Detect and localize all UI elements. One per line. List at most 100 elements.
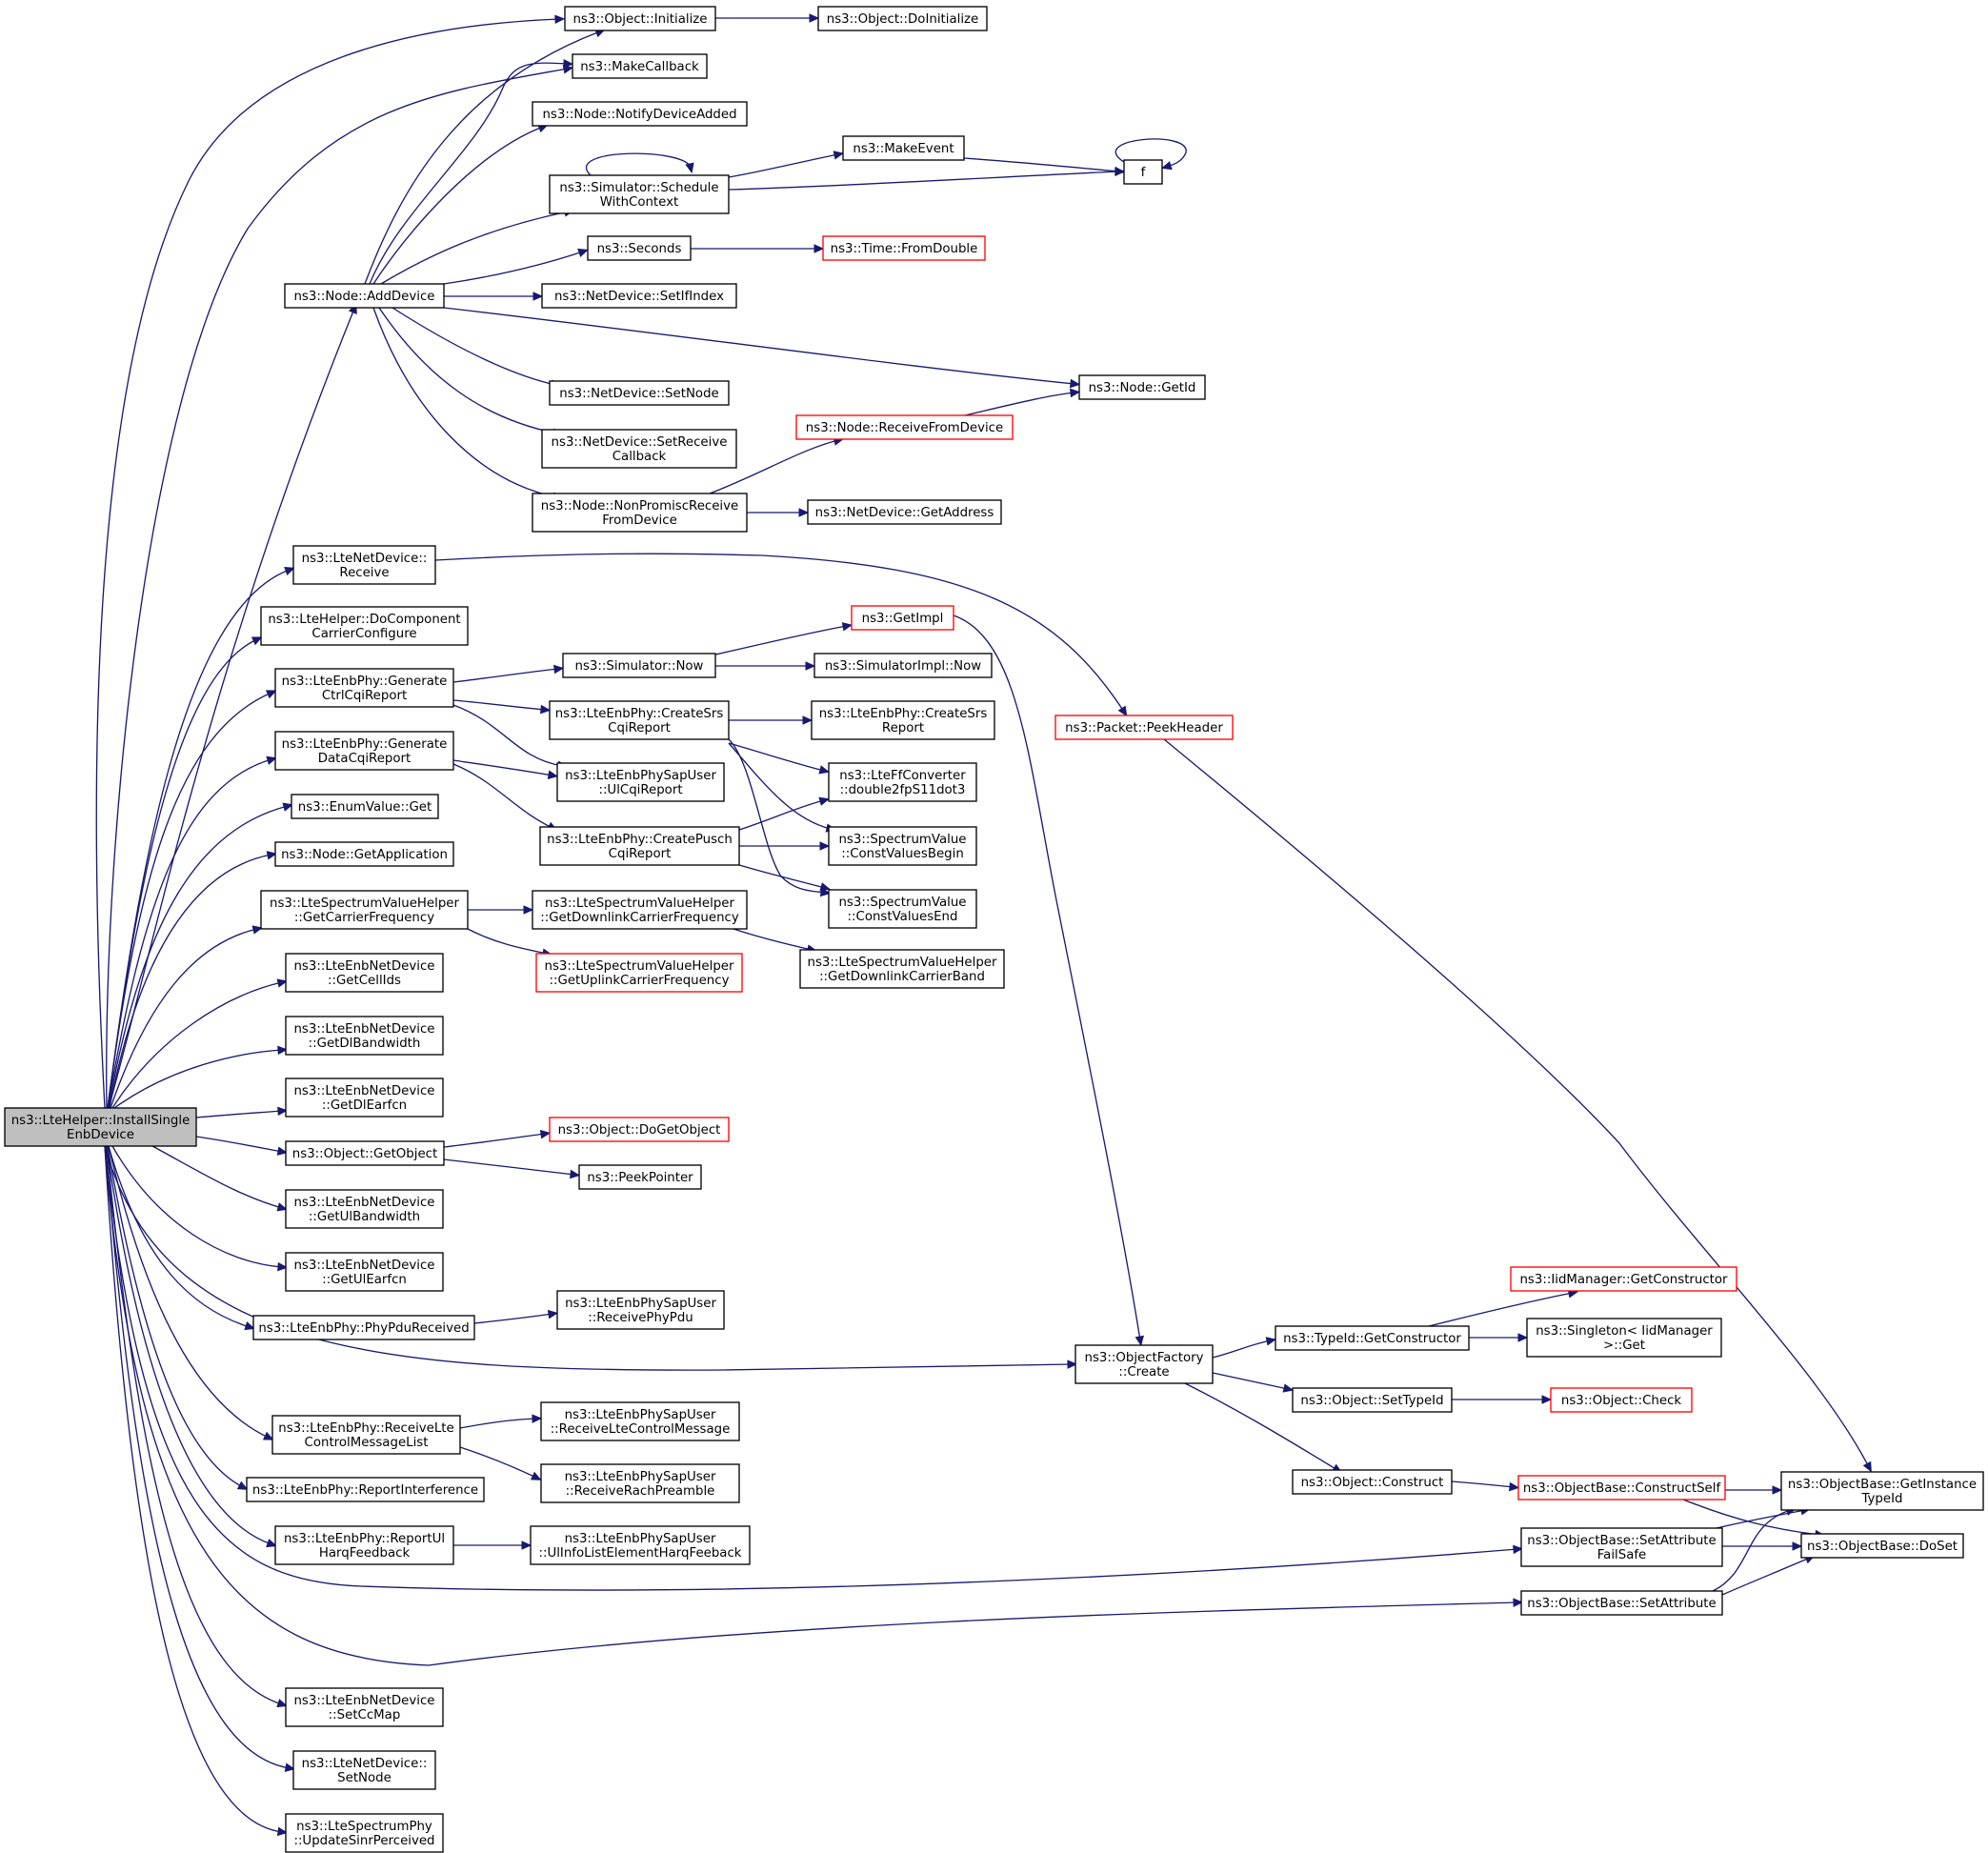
node-enumGet[interactable]: ns3::EnumValue::Get xyxy=(291,794,439,819)
node-iidGetCons[interactable]: ns3::IidManager::GetConstructor xyxy=(1510,1266,1737,1292)
node-ulCqi[interactable]: ns3::LteEnbPhySapUser::UlCqiReport xyxy=(556,762,725,802)
edge-line xyxy=(372,307,558,498)
node-cvEnd[interactable]: ns3::SpectrumValue::ConstValuesEnd xyxy=(828,889,977,929)
edge-line xyxy=(107,638,258,1109)
node-ndSetNode[interactable]: ns3::NetDevice::SetNode xyxy=(549,380,730,406)
node-box xyxy=(260,890,469,930)
node-getDlBw[interactable]: ns3::LteEnbNetDevice::GetDlBandwidth xyxy=(285,1016,444,1056)
node-simNow[interactable]: ns3::Simulator::Now xyxy=(562,653,716,678)
node-setCcMap[interactable]: ns3::LteEnbNetDevice::SetCcMap xyxy=(285,1687,444,1727)
node-getUlEarfcn[interactable]: ns3::LteEnbNetDevice::GetUlEarfcn xyxy=(285,1252,444,1292)
node-doCCConf[interactable]: ns3::LteHelper::DoComponentCarrierConfig… xyxy=(260,606,469,646)
node-lteRecv[interactable]: ns3::LteNetDevice::Receive xyxy=(292,545,436,585)
node-label: ::GetUlEarfcn xyxy=(322,1273,407,1287)
edge-setTypeId-to-objCheck xyxy=(1452,1395,1553,1404)
node-ulInfo[interactable]: ns3::LteEnbPhySapUser::UlInfoListElement… xyxy=(530,1525,751,1565)
node-recvLteList[interactable]: ns3::LteEnbPhy::ReceiveLteControlMessage… xyxy=(271,1415,461,1455)
edge-arrowhead xyxy=(547,770,559,779)
node-getDlBand[interactable]: ns3::LteSpectrumValueHelper::GetDownlink… xyxy=(799,949,1005,989)
edge-line xyxy=(106,68,569,1109)
node-recvPhyPdu[interactable]: ns3::LteEnbPhySapUser::ReceivePhyPdu xyxy=(556,1290,725,1330)
node-cvBegin[interactable]: ns3::SpectrumValue::ConstValuesBegin xyxy=(828,826,977,866)
node-lteSetNode[interactable]: ns3::LteNetDevice::SetNode xyxy=(292,1750,436,1790)
node-getImpl[interactable]: ns3::GetImpl xyxy=(851,605,954,631)
node-box xyxy=(292,545,436,585)
node-box xyxy=(285,1016,444,1056)
edge-arrowhead xyxy=(1509,1481,1520,1492)
node-doSet[interactable]: ns3::ObjectBase::DoSet xyxy=(1800,1533,1964,1559)
node-updateSinr[interactable]: ns3::LteSpectrumPhy::UpdateSinrPerceived xyxy=(285,1813,444,1853)
node-constructSelf[interactable]: ns3::ObjectBase::ConstructSelf xyxy=(1517,1475,1726,1501)
node-simImplNow[interactable]: ns3::SimulatorImpl::Now xyxy=(813,653,993,678)
node-getObj[interactable]: ns3::Object::GetObject xyxy=(285,1140,445,1166)
edge-arrowhead xyxy=(251,636,263,646)
node-addDevice[interactable]: ns3::Node::AddDevice xyxy=(284,283,445,309)
edge-arrowhead xyxy=(547,1309,559,1319)
node-peekHeader[interactable]: ns3::Packet::PeekHeader xyxy=(1054,715,1234,740)
node-getCellIds[interactable]: ns3::LteEnbNetDevice::GetCellIds xyxy=(285,953,444,993)
node-setAttr[interactable]: ns3::ObjectBase::SetAttribute xyxy=(1520,1590,1723,1616)
edge-arrowhead xyxy=(521,1541,532,1550)
node-getUlFreq[interactable]: ns3::LteSpectrumValueHelper::GetUplinkCa… xyxy=(535,953,743,993)
node-getAddress[interactable]: ns3::NetDevice::GetAddress xyxy=(807,499,1002,525)
node-makeCb[interactable]: ns3::MakeCallback xyxy=(572,53,708,79)
edge-root-to-getDlBw xyxy=(113,1045,289,1109)
node-fromDouble[interactable]: ns3::Time::FromDouble xyxy=(822,235,986,261)
edge-root-to-getDlEarfcn xyxy=(195,1106,289,1118)
node-objConstruct[interactable]: ns3::Object::Construct xyxy=(1292,1469,1453,1495)
edge-line xyxy=(95,18,560,1109)
node-peekPtr[interactable]: ns3::PeekPointer xyxy=(578,1164,702,1190)
node-getDlEarfcn[interactable]: ns3::LteEnbNetDevice::GetDlEarfcn xyxy=(285,1078,444,1118)
node-box xyxy=(540,1401,740,1441)
edge-addDevice-to-setRecvCb xyxy=(378,307,564,437)
node-label: ns3::Node::NonPromiscReceive xyxy=(541,499,738,514)
node-phyPdu[interactable]: ns3::LteEnbPhy::PhyPduReceived xyxy=(252,1315,475,1340)
node-getUlBw[interactable]: ns3::LteEnbNetDevice::GetUlBandwidth xyxy=(285,1189,444,1229)
node-label: ns3::LteEnbPhySapUser xyxy=(565,769,716,783)
edge-typeGetCons-to-singletonGet xyxy=(1469,1333,1529,1342)
node-objCheck[interactable]: ns3::Object::Check xyxy=(1550,1387,1693,1413)
node-singletonGet[interactable]: ns3::Singleton< IidManager >::Get xyxy=(1526,1318,1722,1358)
node-setTypeId[interactable]: ns3::Object::SetTypeId xyxy=(1292,1387,1453,1413)
edge-arrowhead xyxy=(262,1431,274,1440)
node-objInit[interactable]: ns3::Object::Initialize xyxy=(564,6,716,31)
node-doGetObj[interactable]: ns3::Object::DoGetObject xyxy=(549,1117,730,1142)
node-getDlFreq[interactable]: ns3::LteSpectrumValueHelper::GetDownlink… xyxy=(532,890,748,930)
edge-line xyxy=(709,439,839,494)
node-ffConv[interactable]: ns3::LteFfConverter::double2fpS11dot3 xyxy=(828,762,977,802)
edge-line xyxy=(728,742,832,830)
node-getApp[interactable]: ns3::Node::GetApplication xyxy=(274,841,454,867)
node-f[interactable]: f xyxy=(1123,159,1163,185)
node-objFactory[interactable]: ns3::ObjectFactory::Create xyxy=(1074,1344,1214,1384)
node-box xyxy=(1517,1475,1726,1501)
edge-phyPdu-to-recvPhyPdu xyxy=(473,1309,559,1324)
node-setIfIndex[interactable]: ns3::NetDevice::SetIfIndex xyxy=(541,283,737,309)
node-getId[interactable]: ns3::Node::GetId xyxy=(1078,374,1206,400)
node-label: ns3::LteEnbPhy::PhyPduReceived xyxy=(258,1321,469,1336)
node-seconds[interactable]: ns3::Seconds xyxy=(587,235,692,261)
node-objDoInit[interactable]: ns3::Object::DoInitialize xyxy=(817,6,988,31)
node-getCarrier[interactable]: ns3::LteSpectrumValueHelper::GetCarrierF… xyxy=(260,890,469,930)
node-box xyxy=(274,841,454,867)
node-label: ns3::LteEnbPhy::CreateSrs xyxy=(819,707,988,721)
node-typeGetCons[interactable]: ns3::TypeId::GetConstructor xyxy=(1275,1325,1470,1351)
node-reportInterf[interactable]: ns3::LteEnbPhy::ReportInterference xyxy=(246,1477,485,1502)
node-notifyDev[interactable]: ns3::Node::NotifyDeviceAdded xyxy=(532,101,748,127)
node-recvFromDev[interactable]: ns3::Node::ReceiveFromDevice xyxy=(795,414,1014,440)
node-makeEvent[interactable]: ns3::MakeEvent xyxy=(842,135,965,161)
node-recvLteMsg[interactable]: ns3::LteEnbPhySapUser::ReceiveLteControl… xyxy=(540,1401,740,1441)
node-rachPre[interactable]: ns3::LteEnbPhySapUser::ReceiveRachPreamb… xyxy=(540,1463,740,1503)
edge-line xyxy=(1212,1372,1289,1390)
